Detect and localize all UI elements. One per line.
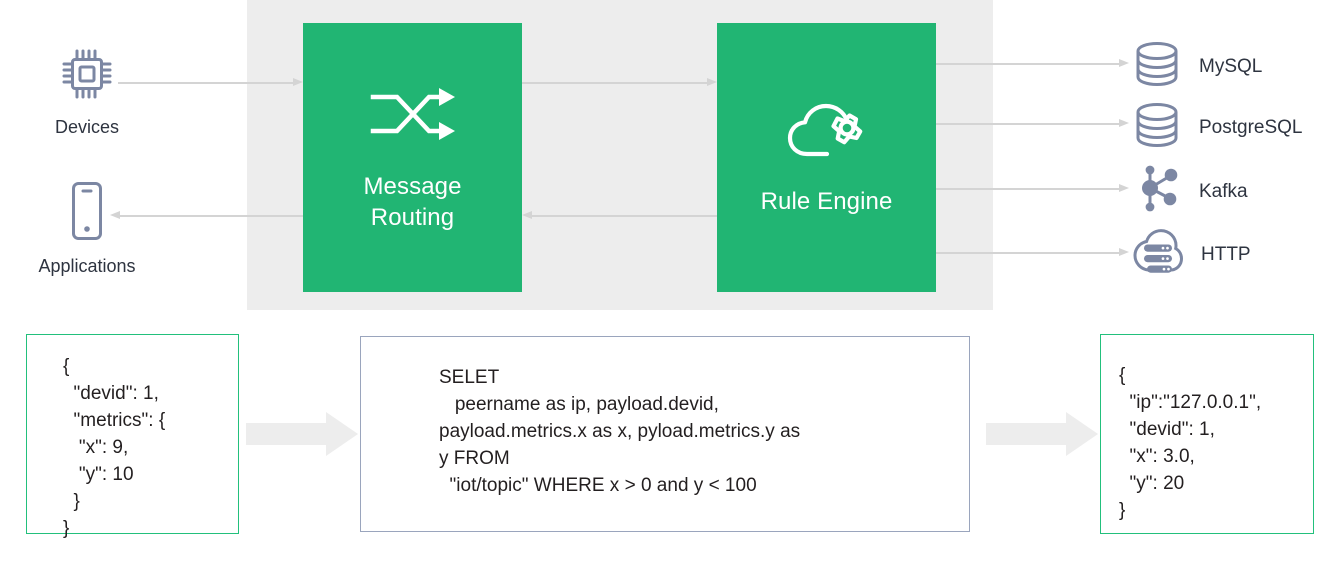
sql-rule-text: SELET peername as ip, payload.devid, pay… [439,367,801,496]
block-rule-engine[interactable]: Rule Engine [717,23,936,292]
arrow-sql-to-output [986,412,1098,456]
endpoint-devices-label: Devices [54,117,120,137]
chip-icon [0,45,177,108]
arrow-input-to-sql [246,412,358,456]
endpoint-http: HTTP [1131,226,1251,283]
block-rule-engine-label: Rule Engine [760,188,893,215]
endpoint-applications: Applications [0,180,177,277]
endpoint-kafka-label: Kafka [1199,180,1248,202]
cloud-gear-icon [781,98,873,176]
database-cylinder-icon [1131,38,1183,95]
arrow-head [326,412,358,456]
output-json-text: { "ip":"127.0.0.1", "devid": 1, "x": 3.0… [1119,365,1262,521]
endpoint-kafka: Kafka [1131,163,1248,220]
arrow-shaft [986,423,1066,445]
output-json-box: { "ip":"127.0.0.1", "devid": 1, "x": 3.0… [1100,334,1314,534]
input-json-box: { "devid": 1, "metrics": { "x": 9, "y": … [26,334,239,539]
arrow-shaft [246,423,326,445]
endpoint-mysql-label: MySQL [1199,55,1263,77]
sql-rule-box: SELET peername as ip, payload.devid, pay… [360,336,970,532]
block-label-line-2: Routing [370,203,455,231]
endpoint-postgresql: PostgreSQL [1131,99,1303,156]
endpoint-devices: Devices [0,45,177,138]
smartphone-icon [0,180,177,247]
database-cylinder-icon [1131,99,1183,156]
endpoint-applications-label: Applications [38,256,136,276]
endpoint-postgresql-label: PostgreSQL [1199,116,1303,138]
endpoint-mysql: MySQL [1131,38,1262,95]
node-graph-icon [1131,163,1183,220]
arrow-head [1066,412,1098,456]
cloud-server-icon [1131,226,1185,283]
endpoint-http-label: HTTP [1201,243,1251,265]
block-label-line-1: Message [363,172,462,200]
shuffle-arrows-icon [367,83,459,161]
input-json-text: { "devid": 1, "metrics": { "x": 9, "y": … [63,356,166,539]
